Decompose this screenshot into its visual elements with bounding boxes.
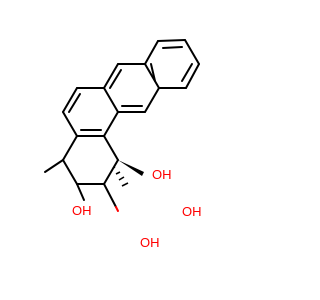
bond bbox=[62, 87, 78, 113]
ring-c bbox=[62, 87, 119, 137]
bond bbox=[103, 159, 119, 185]
bond bbox=[185, 63, 200, 89]
bond bbox=[103, 63, 119, 89]
hashed-bonds bbox=[112, 166, 129, 187]
double-bond-inner bbox=[68, 93, 81, 113]
hash bbox=[121, 182, 129, 187]
double-bond-inner bbox=[150, 63, 156, 82]
ring-a bbox=[144, 39, 200, 89]
bond-to-oh bbox=[115, 206, 119, 212]
label-oh-c3: OH bbox=[140, 235, 160, 250]
bond bbox=[184, 39, 200, 65]
ring-b bbox=[103, 63, 160, 113]
double-bond-inner bbox=[162, 46, 183, 49]
bond bbox=[144, 87, 160, 113]
hash bbox=[115, 171, 121, 175]
bond bbox=[144, 63, 160, 89]
molecule-diagram: OH OH OH OH bbox=[44, 39, 202, 250]
wedge-bond bbox=[118, 160, 144, 176]
bond-to-oh bbox=[76, 183, 85, 201]
label-oh-c1: OH bbox=[152, 167, 172, 182]
hash bbox=[112, 166, 116, 169]
double-bond-inner bbox=[181, 63, 193, 82]
bond-to-oh bbox=[44, 159, 64, 173]
ring-d bbox=[62, 135, 119, 185]
bond bbox=[103, 135, 119, 161]
label-oh-c4: OH bbox=[72, 203, 92, 218]
structure-canvas: OH OH OH OH bbox=[44, 39, 202, 250]
hydroxyl-labels: OH OH OH OH bbox=[72, 167, 202, 250]
bond bbox=[103, 111, 119, 137]
label-oh-c2: OH bbox=[182, 204, 202, 219]
bond bbox=[157, 39, 186, 42]
hydroxyl-bonds bbox=[44, 159, 144, 212]
bond bbox=[62, 159, 78, 185]
bond bbox=[103, 87, 119, 113]
hash bbox=[118, 176, 125, 181]
bond bbox=[62, 111, 78, 137]
bond bbox=[62, 135, 78, 161]
bond-to-oh bbox=[103, 183, 117, 208]
bond bbox=[144, 40, 159, 65]
double-bond-inner bbox=[109, 69, 122, 89]
